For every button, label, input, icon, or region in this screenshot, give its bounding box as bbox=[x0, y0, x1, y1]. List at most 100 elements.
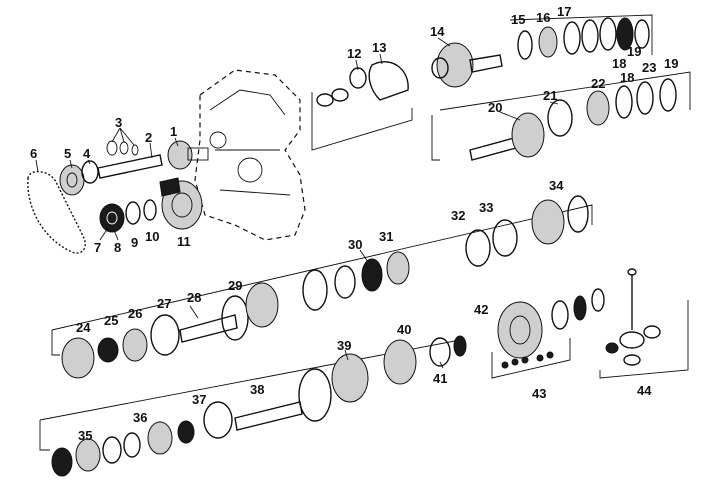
drum-39 bbox=[331, 353, 369, 403]
callout-7: 7 bbox=[94, 240, 101, 255]
callout-25: 25 bbox=[104, 313, 118, 328]
gear-35 bbox=[75, 438, 101, 472]
band-13 bbox=[368, 61, 409, 101]
callout-32: 32 bbox=[451, 208, 465, 223]
upper-right-group bbox=[509, 14, 653, 60]
callout-19a: 19 bbox=[627, 44, 641, 59]
plate-17a bbox=[563, 21, 581, 55]
spring-12a bbox=[316, 93, 334, 107]
sprocket-8 bbox=[99, 203, 125, 233]
carrier-20 bbox=[511, 112, 545, 158]
ring-30a bbox=[302, 269, 328, 311]
callout-14: 14 bbox=[430, 24, 445, 39]
ring-32 bbox=[465, 229, 491, 267]
spring-12c bbox=[349, 67, 367, 89]
carrier-42 bbox=[497, 301, 543, 359]
hub-22 bbox=[586, 90, 610, 126]
middle-band bbox=[51, 195, 593, 379]
seal-ring-3c bbox=[131, 144, 139, 156]
callout-12: 12 bbox=[347, 46, 361, 61]
shaft-28 bbox=[179, 314, 238, 343]
lower-right-group bbox=[491, 268, 689, 379]
shaft-38 bbox=[234, 401, 303, 431]
callout-26: 26 bbox=[128, 306, 142, 321]
spring-12b bbox=[331, 88, 349, 102]
callout-19b: 19 bbox=[664, 56, 678, 71]
callout-3: 3 bbox=[115, 115, 122, 130]
seal-ring-3b bbox=[119, 141, 129, 155]
callout-20: 20 bbox=[488, 100, 502, 115]
hub-27 bbox=[150, 314, 180, 356]
drum-34 bbox=[531, 199, 565, 245]
bracket-43 bbox=[491, 338, 571, 379]
callout-1: 1 bbox=[170, 124, 177, 139]
callout-21: 21 bbox=[543, 88, 557, 103]
ring-39a bbox=[298, 368, 332, 422]
callout-39: 39 bbox=[337, 338, 351, 353]
sprocket-5 bbox=[59, 164, 85, 196]
ring-33 bbox=[492, 219, 518, 257]
gear-24 bbox=[61, 337, 95, 379]
ring-30b bbox=[334, 265, 356, 299]
plate-17b bbox=[581, 19, 599, 53]
part-26 bbox=[122, 328, 148, 362]
gear-37 bbox=[203, 401, 233, 439]
callout-35: 35 bbox=[78, 428, 92, 443]
callout-4: 4 bbox=[83, 146, 91, 161]
callout-27: 27 bbox=[157, 296, 171, 311]
drum-29b bbox=[245, 282, 279, 328]
gear-31 bbox=[386, 251, 410, 285]
right-middle-group bbox=[431, 71, 691, 161]
input-group bbox=[27, 140, 209, 254]
bracket-44 bbox=[599, 300, 689, 379]
ring-19 bbox=[634, 19, 650, 49]
upper-middle-group bbox=[311, 42, 503, 151]
seal-ring-3a bbox=[106, 140, 118, 156]
leader-lines bbox=[35, 37, 559, 369]
callout-13: 13 bbox=[372, 40, 386, 55]
callout-2: 2 bbox=[145, 130, 152, 145]
callout-18b: 18 bbox=[620, 70, 634, 85]
callout-36: 36 bbox=[133, 410, 147, 425]
callout-9: 9 bbox=[131, 235, 138, 250]
callout-44: 44 bbox=[637, 383, 652, 398]
callout-41: 41 bbox=[433, 371, 447, 386]
bottom-band bbox=[39, 335, 467, 477]
callout-33: 33 bbox=[479, 200, 493, 215]
callout-10: 10 bbox=[145, 229, 159, 244]
callout-15: 15 bbox=[511, 12, 525, 27]
shaft-2 bbox=[97, 154, 163, 179]
washer-9 bbox=[125, 201, 141, 225]
callout-28: 28 bbox=[187, 290, 201, 305]
gear-36 bbox=[147, 421, 173, 455]
plate-23 bbox=[636, 81, 654, 115]
callout-40: 40 bbox=[397, 322, 411, 337]
ring-35a bbox=[51, 447, 73, 477]
part-25 bbox=[97, 337, 119, 363]
callout-5: 5 bbox=[64, 146, 71, 161]
drive-chain-6 bbox=[27, 171, 86, 254]
callout-22: 22 bbox=[591, 76, 605, 91]
gear-4 bbox=[81, 160, 99, 184]
plate-17c bbox=[599, 17, 617, 51]
callout-16: 16 bbox=[536, 10, 550, 25]
ring-15 bbox=[517, 30, 533, 60]
callout-labels: 1 2 3 4 5 6 7 8 9 10 11 12 13 14 15 16 1… bbox=[30, 4, 678, 443]
ring-29 bbox=[221, 295, 249, 341]
transmission-case bbox=[194, 69, 306, 241]
callout-29: 29 bbox=[228, 278, 242, 293]
callout-6: 6 bbox=[30, 146, 37, 161]
ring-30c bbox=[361, 258, 383, 292]
callout-8: 8 bbox=[114, 240, 121, 255]
gear-21 bbox=[547, 99, 573, 137]
callout-34: 34 bbox=[549, 178, 564, 193]
plate-18b bbox=[615, 85, 633, 119]
callout-17: 17 bbox=[557, 4, 571, 19]
callout-37: 37 bbox=[192, 392, 206, 407]
gear-41 bbox=[429, 337, 451, 367]
callout-11: 11 bbox=[177, 234, 191, 249]
drum-14 bbox=[436, 42, 474, 88]
hub-16 bbox=[538, 26, 558, 58]
